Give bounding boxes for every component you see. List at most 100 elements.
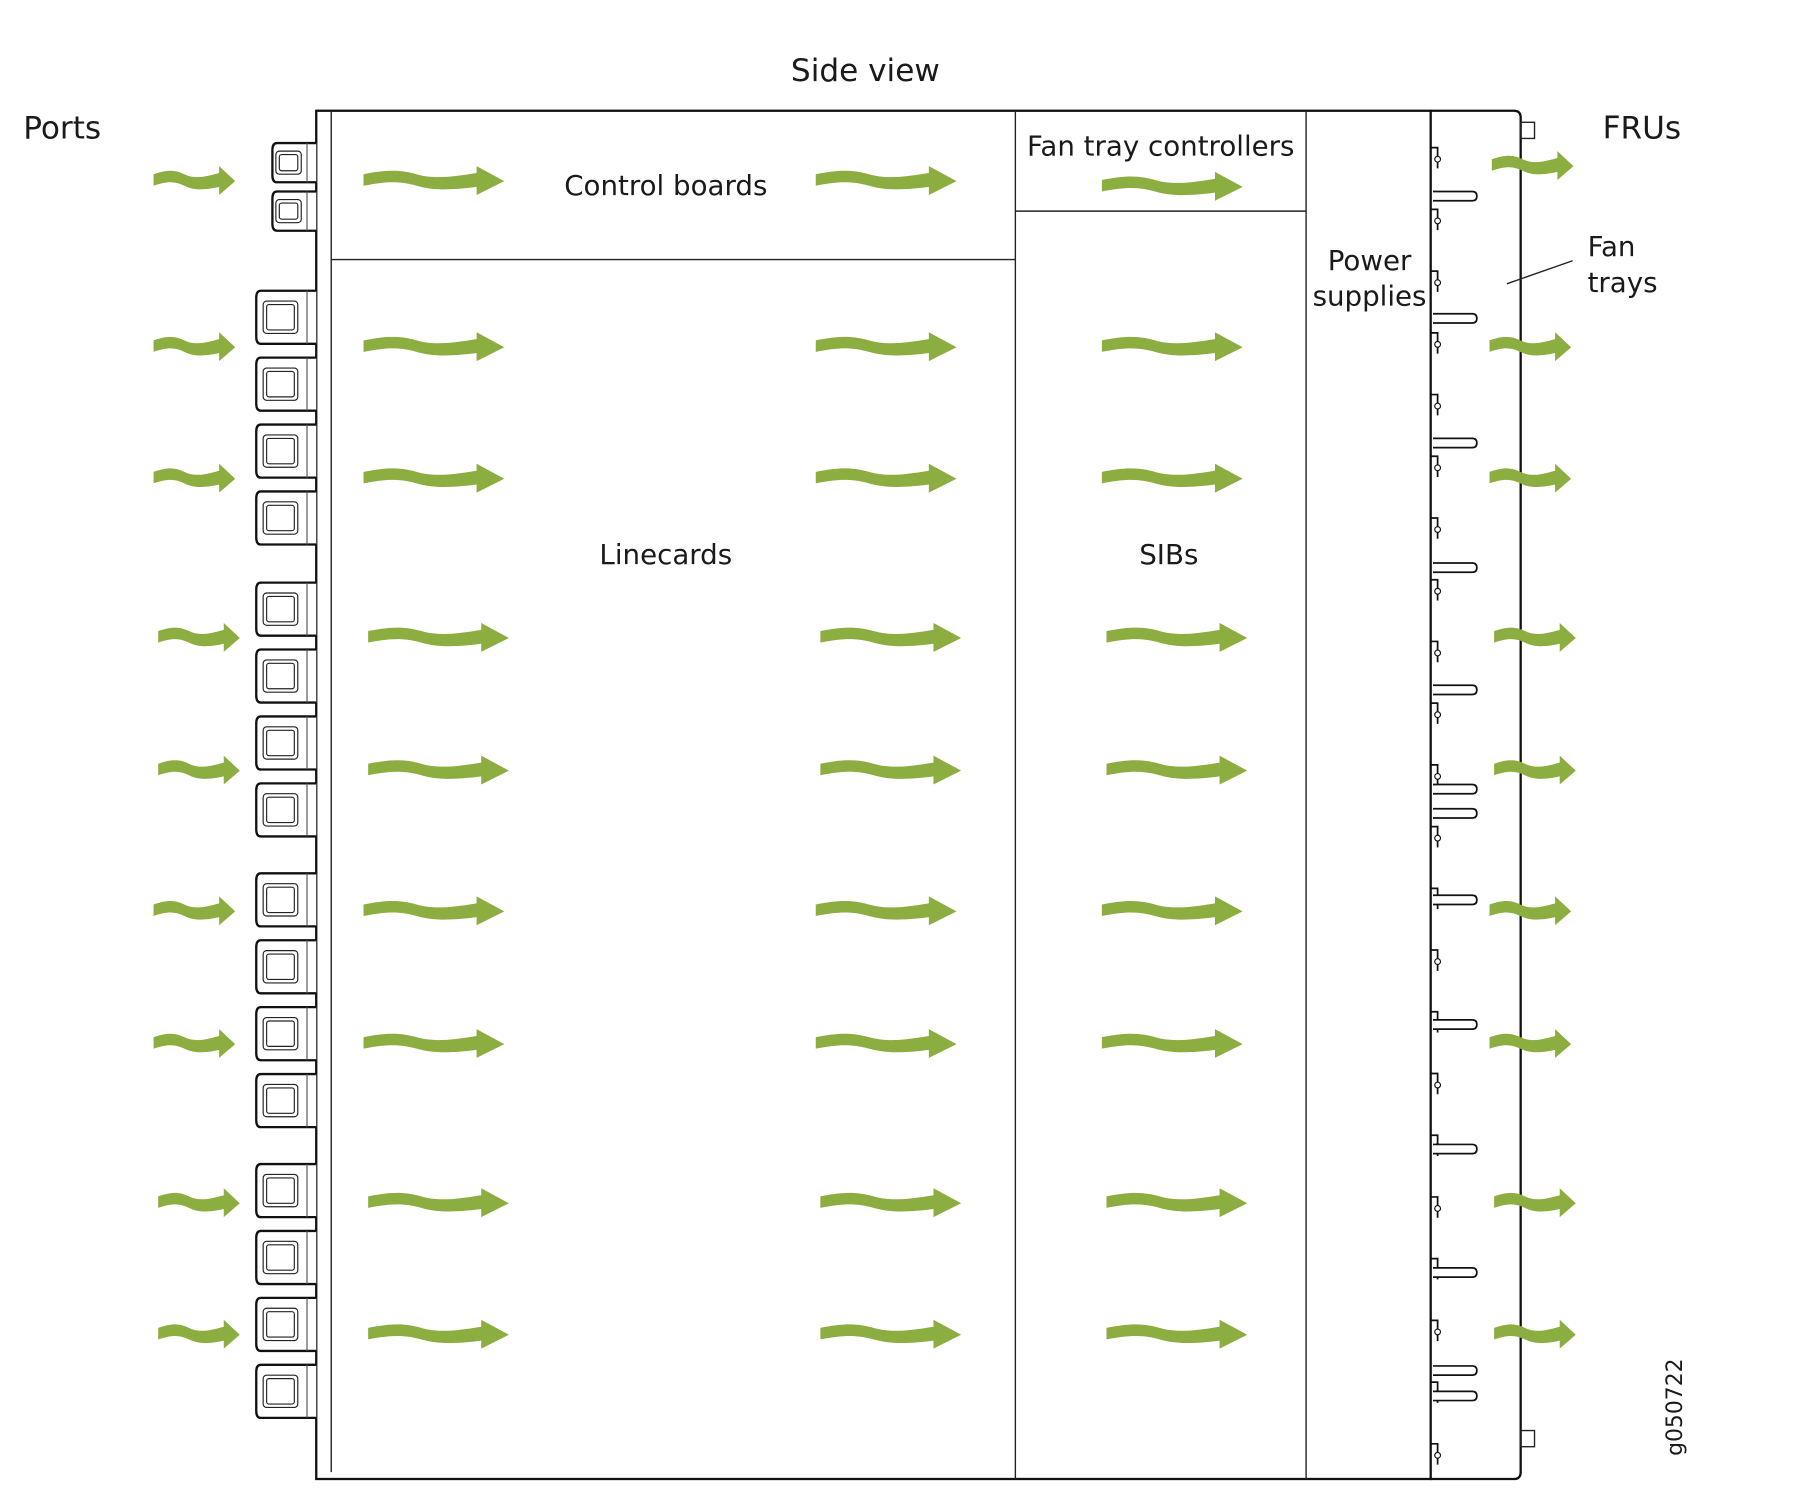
port-connector: [271, 141, 317, 184]
airflow-arrow-linecards: [815, 1029, 957, 1058]
airflow-arrow-sibs: [1106, 622, 1248, 652]
port-connector: [255, 423, 317, 479]
airflow-arrow-frus: [1489, 896, 1572, 926]
airflow-arrow-frus: [1489, 463, 1572, 493]
airflow-arrow-fan-tray-controllers: [1101, 171, 1243, 201]
frus-label: FRUs: [1603, 110, 1682, 146]
airflow-arrow-linecards: [820, 1188, 962, 1218]
fan-tray-housing: [1430, 109, 1522, 1481]
fru-handle: [1430, 640, 1442, 663]
port-connector: [255, 782, 317, 838]
port-connector: [271, 190, 317, 232]
power-supplies-label-line2: supplies: [1313, 280, 1427, 313]
airflow-arrow-control-boards: [815, 166, 957, 195]
fru-pull-handle: [1432, 437, 1478, 449]
fan-trays-leader-line: [1506, 260, 1573, 285]
fru-handle: [1430, 146, 1442, 169]
port-connector: [255, 356, 317, 412]
fru-pull-handle: [1432, 684, 1478, 696]
control-boards-label: Control boards: [564, 169, 767, 202]
airflow-arrow-control-boards: [363, 166, 505, 195]
airflow-arrow-sibs: [1106, 755, 1248, 785]
port-connector: [255, 1229, 317, 1286]
airflow-arrow-frus: [1494, 1319, 1576, 1349]
diagram-title: Side view: [791, 53, 940, 89]
fru-pull-handle: [1432, 1365, 1478, 1377]
port-connector: [255, 715, 317, 771]
fan-tray-bottom-latch: [1519, 1429, 1536, 1448]
fru-handles: [1430, 146, 1478, 1465]
fan-tray-controllers-label: Fan tray controllers: [1027, 130, 1294, 163]
port-connector: [255, 490, 317, 546]
fru-pull-handle: [1432, 1267, 1478, 1278]
fru-handle: [1430, 949, 1442, 971]
port-connector: [255, 1072, 317, 1129]
airflow-arrow-ports: [153, 463, 236, 493]
fan-tray-top-latch: [1519, 121, 1536, 140]
port-connector: [255, 872, 317, 928]
airflow-arrow-linecards: [815, 463, 957, 493]
airflow-arrow-linecards: [363, 896, 505, 926]
airflow-arrow-ports: [158, 622, 240, 652]
fru-handle: [1430, 270, 1442, 292]
airflow-arrow-ports: [158, 1188, 240, 1218]
port-connector: [255, 939, 317, 995]
ports-label: Ports: [23, 110, 101, 146]
airflow-arrow-linecards: [815, 332, 957, 362]
fru-pull-handle: [1432, 1018, 1478, 1030]
linecards-label: Linecards: [599, 538, 732, 571]
fru-handle: [1430, 393, 1442, 416]
airflow-arrow-ports: [153, 332, 236, 362]
airflow-arrow-linecards: [815, 896, 957, 926]
port-connector: [255, 1006, 317, 1062]
port-connector: [255, 648, 317, 704]
fan-trays-label-line2: trays: [1588, 266, 1658, 299]
fru-handle: [1430, 331, 1442, 354]
port-connector: [255, 289, 317, 345]
fru-handle: [1430, 825, 1442, 848]
fru-handle: [1430, 1442, 1442, 1465]
fru-handle: [1430, 578, 1442, 601]
fru-pull-handle: [1432, 783, 1478, 795]
airflow-arrow-sibs: [1106, 1188, 1248, 1218]
fru-pull-handle: [1432, 190, 1478, 202]
airflow-arrow-ports: [158, 1319, 240, 1349]
fru-handle: [1430, 455, 1442, 478]
power-supplies-label-line1: Power: [1328, 244, 1412, 277]
fru-pull-handle: [1432, 562, 1478, 574]
airflow-arrow-sibs: [1101, 463, 1243, 493]
airflow-arrow-linecards: [363, 1029, 505, 1058]
airflow-arrow-linecards: [363, 332, 505, 362]
airflow-arrow-linecards: [368, 1319, 509, 1349]
airflow-arrow-ports: [158, 755, 240, 785]
figure-id: g050722: [1663, 1358, 1688, 1456]
fru-pull-handle: [1432, 894, 1478, 906]
airflow-arrow-linecards: [368, 622, 509, 652]
airflow-arrow-ports: [153, 896, 236, 926]
airflow-arrow-sibs: [1101, 332, 1243, 362]
fru-handle: [1430, 517, 1442, 539]
fan-trays-label-line1: Fan: [1588, 230, 1636, 263]
port-connectors: [255, 141, 317, 1420]
chassis: [255, 109, 1536, 1481]
airflow-arrow-frus: [1489, 332, 1572, 362]
fru-handle: [1430, 1319, 1442, 1342]
airflow-arrow-sibs: [1101, 896, 1243, 926]
sibs-label: SIBs: [1139, 538, 1198, 571]
airflow-arrow-frus: [1494, 1188, 1576, 1218]
chassis-outline: [315, 109, 1432, 1481]
airflow-arrow-frus: [1491, 151, 1574, 180]
airflow-arrow-linecards: [820, 755, 962, 785]
airflow-arrow-sibs: [1101, 1029, 1243, 1058]
port-connector: [255, 1363, 317, 1420]
fru-handle: [1430, 1196, 1442, 1218]
fru-handle: [1430, 1072, 1442, 1095]
port-connector: [255, 1296, 317, 1353]
fru-handle: [1430, 764, 1442, 786]
airflow-arrow-sibs: [1106, 1319, 1248, 1349]
fru-pull-handle: [1432, 1143, 1478, 1155]
port-connector: [255, 1162, 317, 1219]
airflow-arrow-ports: [153, 166, 236, 195]
airflow-arrow-frus: [1494, 622, 1576, 652]
